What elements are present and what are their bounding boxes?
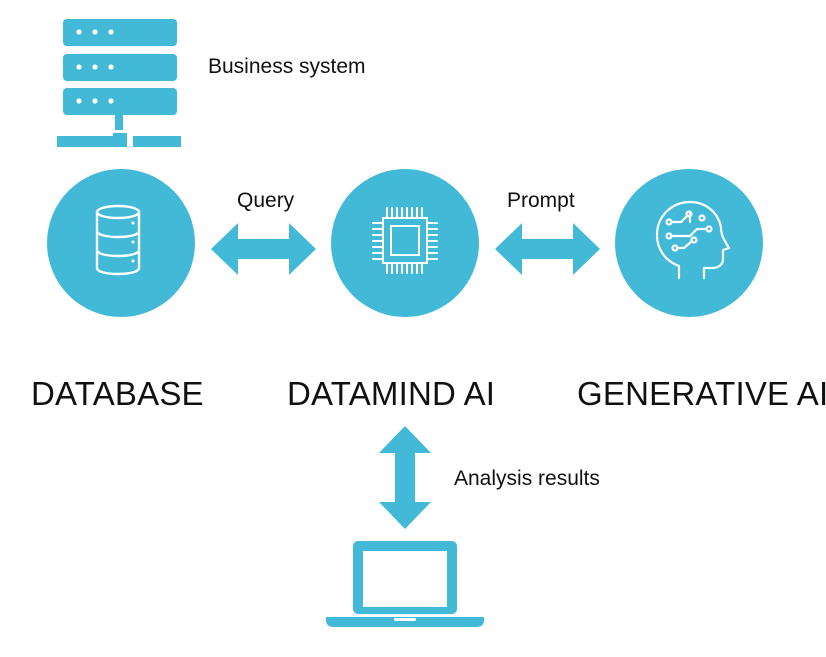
business-system-label: Business system <box>208 55 366 78</box>
datamind-node <box>331 169 479 317</box>
prompt-label: Prompt <box>507 189 575 212</box>
analysis-results-label: Analysis results <box>454 467 600 490</box>
generative-ai-node <box>615 169 763 317</box>
analysis-double-arrow <box>379 426 431 529</box>
laptop-icon <box>326 541 484 627</box>
prompt-double-arrow <box>495 223 600 275</box>
database-title: DATABASE <box>31 375 204 412</box>
query-double-arrow <box>211 223 316 275</box>
datamind-title: DATAMIND AI <box>287 375 496 412</box>
server-rack-icon <box>57 19 181 147</box>
database-node <box>47 169 195 317</box>
database-cylinder-icon <box>95 204 141 276</box>
generative-ai-title: GENERATIVE AI <box>577 375 826 412</box>
query-label: Query <box>237 189 295 212</box>
cpu-chip-icon <box>372 207 438 274</box>
brain-head-icon <box>655 200 731 280</box>
